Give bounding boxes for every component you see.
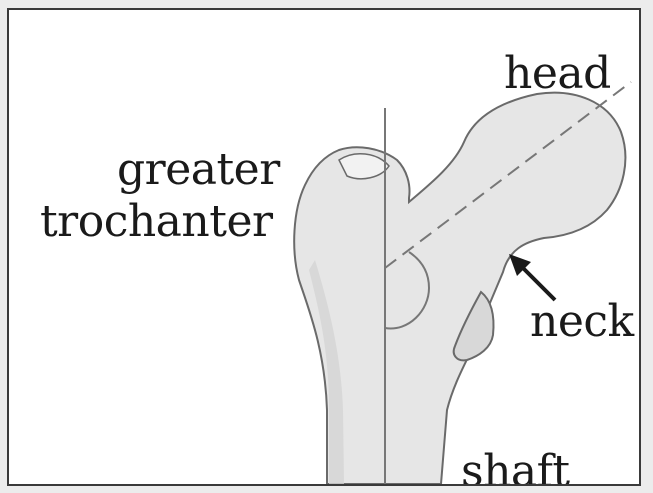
label-neck: neck <box>530 300 634 344</box>
label-trochanter: trochanter <box>40 200 273 244</box>
label-shaft: shaft <box>461 450 570 486</box>
femur-bone-outline <box>294 93 625 484</box>
label-greater: greater <box>117 148 280 192</box>
label-head: head <box>504 52 611 96</box>
neck-arrow-shaft <box>519 264 555 300</box>
diagram-panel: head greater trochanter neck shaft <box>7 8 641 486</box>
